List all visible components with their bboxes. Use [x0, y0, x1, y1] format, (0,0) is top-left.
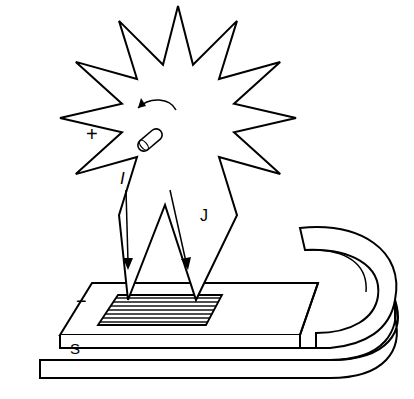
polarity-sign: − — [76, 292, 87, 310]
magnet-upper-side — [60, 335, 300, 348]
charge-carrier — [135, 126, 164, 153]
starburst — [60, 6, 296, 300]
current-arrow — [170, 190, 186, 262]
hall-plate — [98, 295, 222, 325]
magnet-upper-arm — [60, 283, 318, 335]
current-density-label: J — [200, 208, 208, 224]
magnet-pole-label: S — [70, 341, 80, 356]
polarity-sign: + — [86, 124, 98, 144]
current-arrow — [126, 190, 128, 262]
current-label: I — [120, 170, 125, 187]
